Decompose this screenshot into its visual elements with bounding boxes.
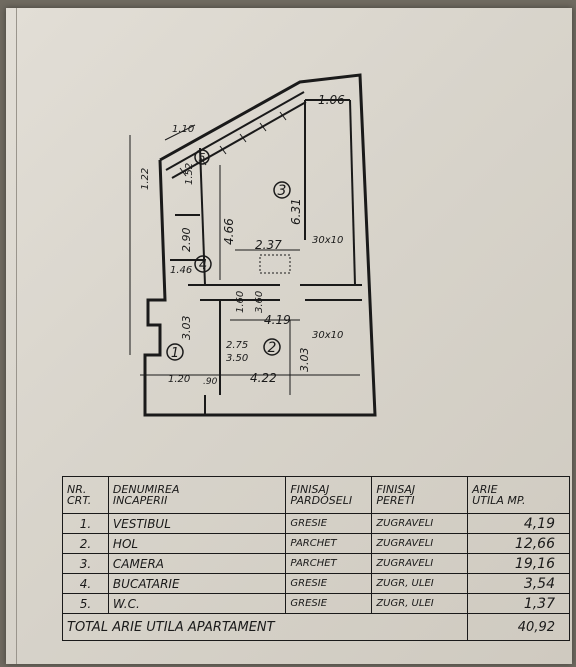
total-value: 40,92 (467, 613, 570, 641)
dimension-label: 4.66 (222, 218, 236, 245)
dimension-label: 1.20 (168, 374, 190, 385)
diagonal-wall (165, 91, 305, 171)
dimension-label: 1.46 (170, 265, 192, 276)
room-number: 1 (171, 346, 179, 361)
diagonal-wall-inner (171, 101, 307, 179)
room-marker (273, 181, 291, 199)
table-row: 5. W.C. GRESIE ZUGR, ULEI 1,37 (62, 593, 570, 614)
dimension-label: 2.75 (226, 340, 248, 351)
room-number: 5 (199, 151, 206, 164)
table-row: 4. BUCATARIE GRESIE ZUGR, ULEI 3,54 (62, 573, 570, 594)
wall (199, 147, 206, 286)
total-row: TOTAL ARIE UTILA APARTAMENT 40,92 (61, 613, 570, 641)
dimension-label: 1.60 (235, 291, 246, 313)
room-marker (263, 338, 281, 356)
wall (349, 99, 356, 286)
room-marker (194, 149, 210, 165)
header-nr: NR.CRT. (62, 476, 109, 514)
dimension-label: 2.90 (180, 228, 193, 253)
dimension-label: 4.19 (264, 313, 291, 327)
dimension-label: .90 (203, 377, 218, 387)
dimension-label: 1.10 (172, 124, 194, 135)
dimension-label: 3.03 (180, 316, 193, 341)
dimension-label: 30x10 (312, 235, 343, 246)
dimension-label: 30x10 (312, 330, 343, 341)
floor-plan: 3 2 1 4 5 1.06 1.10 1.22 1.52 6.31 4.66 … (129, 73, 377, 417)
dimension-label: 3.50 (226, 353, 248, 364)
dimension-line (164, 124, 196, 141)
total-label: TOTAL ARIE UTILA APARTAMENT (61, 613, 469, 641)
outer-wall (143, 73, 377, 417)
room-marker (194, 255, 212, 273)
dimension-label: 1.22 (140, 168, 151, 190)
dimension-label: 3.60 (254, 291, 265, 313)
room-number: 4 (199, 258, 207, 273)
appliance-outline (259, 254, 291, 274)
dimension-label: 2.37 (255, 238, 282, 252)
dimension-label: 1.06 (318, 93, 345, 107)
room-number: 2 (268, 340, 277, 356)
margin-line (16, 8, 17, 664)
dimension-label: 6.31 (289, 198, 303, 225)
table-row: 1. VESTIBUL GRESIE ZUGRAVELI 4,19 (62, 513, 570, 534)
dimension-label: 4.22 (250, 371, 277, 385)
table-row: 3. CAMERA PARCHET ZUGRAVELI 19,16 (62, 553, 570, 574)
room-number: 3 (278, 183, 287, 199)
dimension-label: 1.52 (184, 163, 195, 185)
room-marker (166, 343, 184, 361)
outer-wall-left (146, 159, 167, 350)
table-row: 2. HOL PARCHET ZUGRAVELI 12,66 (62, 533, 570, 554)
dimension-label: 3.03 (298, 348, 311, 373)
